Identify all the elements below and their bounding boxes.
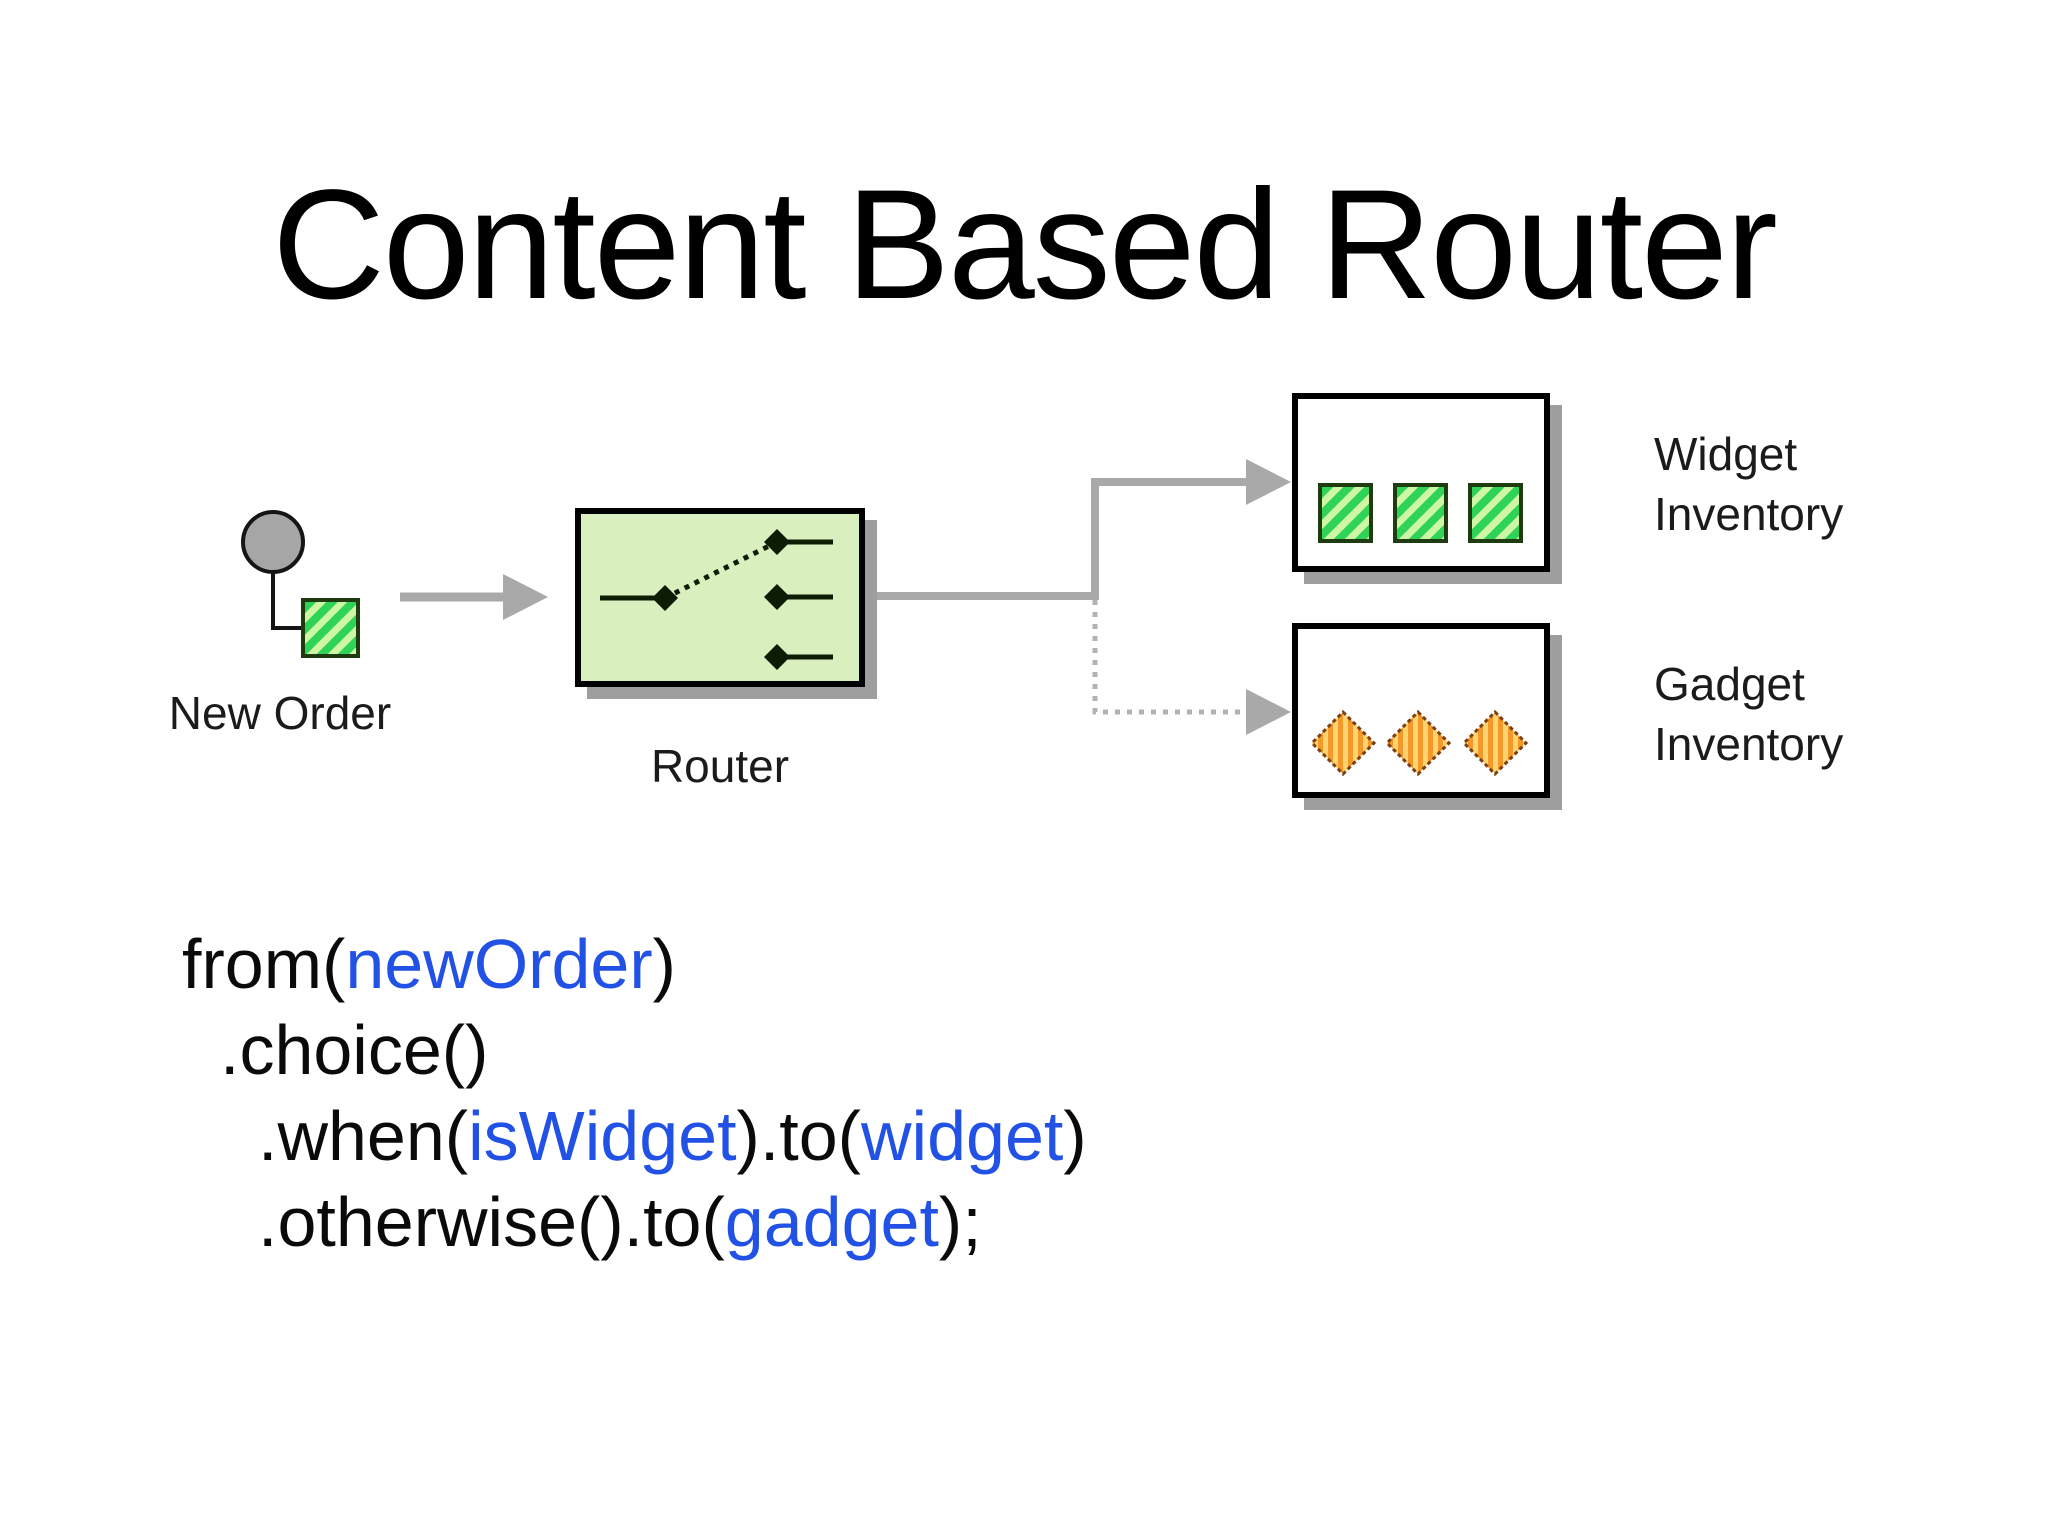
code-segment: ) [652,925,676,1003]
new-order-message-icon [301,598,360,658]
widget-item-icon [1318,483,1373,543]
code-line: .when(isWidget).to(widget) [258,1101,1087,1171]
code-line: .otherwise().to(gadget); [258,1187,982,1257]
code-segment: widget [860,1097,1064,1175]
code-line: from(newOrder) [182,929,676,999]
code-segment: ) [1063,1097,1087,1175]
router-box [575,508,865,687]
gadget-inventory-box [1292,623,1550,798]
widget-inventory-label-line2: Inventory [1654,488,1844,540]
widget-inventory-box [1292,393,1550,572]
gadget-inventory-label-line1: Gadget [1654,658,1805,710]
gadget-inventory-label: Gadget Inventory [1654,654,1843,774]
code-segment: gadget [724,1183,939,1261]
code-segment: .when( [258,1097,469,1175]
code-segment: ).to( [736,1097,861,1175]
router-switch-icon [600,529,833,670]
widget-inventory-label: Widget Inventory [1654,424,1843,544]
router-label: Router [650,740,790,792]
widget-branch-arrowhead-icon [1246,459,1291,505]
gadget-branch-arrowhead-icon [1246,689,1291,735]
gadget-inventory-label-line2: Inventory [1654,718,1844,770]
gadget-diamond-icon [1461,709,1529,777]
channel-endpoint-circle-icon [241,510,305,574]
code-segment: isWidget [468,1097,737,1175]
code-segment: ); [938,1183,982,1261]
widget-item-icon [1393,483,1448,543]
code-segment: .otherwise().to( [258,1183,725,1261]
new-order-label: New Order [168,687,392,739]
gadget-branch-dotted-line [1092,600,1246,715]
code-segment: .choice() [220,1011,489,1089]
code-segment: newOrder [345,925,653,1003]
widget-item-icon [1468,483,1523,543]
gadget-diamond-icon [1384,709,1452,777]
new-order-connector-line [271,572,301,630]
widget-inventory-label-line1: Widget [1654,428,1798,480]
gadget-items-icons [1309,709,1529,777]
code-segment: from( [182,925,346,1003]
widget-branch-line [1091,478,1246,600]
code-line: .choice() [220,1015,488,1085]
gadget-diamond-icon [1309,709,1377,777]
page-title: Content Based Router [272,158,1778,332]
input-arrowhead-icon [503,574,548,620]
